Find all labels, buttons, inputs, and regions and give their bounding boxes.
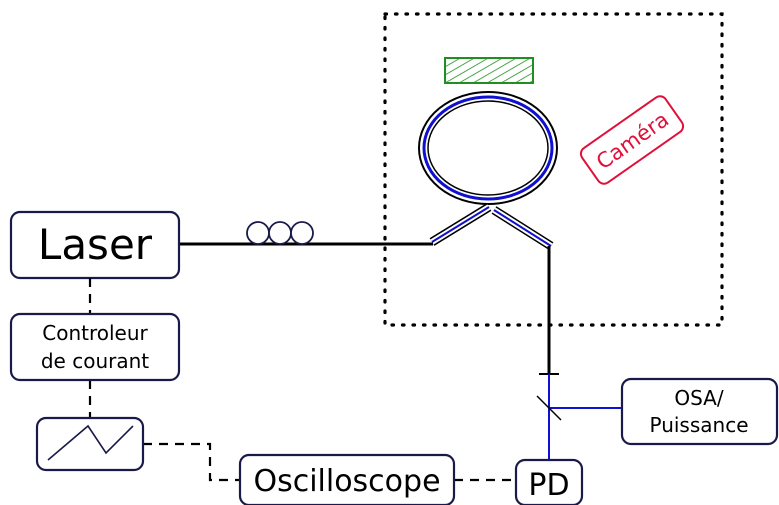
controller-label-line2: de courant — [41, 349, 149, 373]
coupling-waveguide-right — [491, 206, 554, 250]
osa-label-line1: OSA/ — [674, 386, 723, 410]
photodiode-box: PD — [514, 458, 584, 505]
beam-splitter-icon — [536, 395, 562, 421]
hatched-rectangle-icon — [444, 57, 534, 84]
three-loop-coil-icon — [246, 221, 314, 245]
triangle-wave-icon — [47, 424, 134, 461]
function-generator-box — [35, 416, 145, 472]
current-controller-box: Controleur de courant — [9, 312, 181, 382]
laser-label: Laser — [38, 220, 153, 269]
generator-oscilloscope-link — [143, 442, 240, 482]
enclosure-dotted-frame — [383, 12, 724, 327]
osa-power-box: OSA/ Puissance — [620, 377, 779, 446]
pd-label: PD — [528, 468, 569, 503]
coupling-waveguide-left — [429, 203, 492, 246]
ring-resonator — [418, 91, 558, 205]
osa-label-line2: Puissance — [649, 413, 748, 437]
oscilloscope-label: Oscilloscope — [253, 464, 440, 499]
camera-tag: Caméra — [579, 95, 685, 185]
laser-box: Laser — [9, 210, 181, 280]
oscilloscope-box: Oscilloscope — [238, 453, 456, 505]
controller-label-line1: Controleur — [42, 321, 148, 345]
